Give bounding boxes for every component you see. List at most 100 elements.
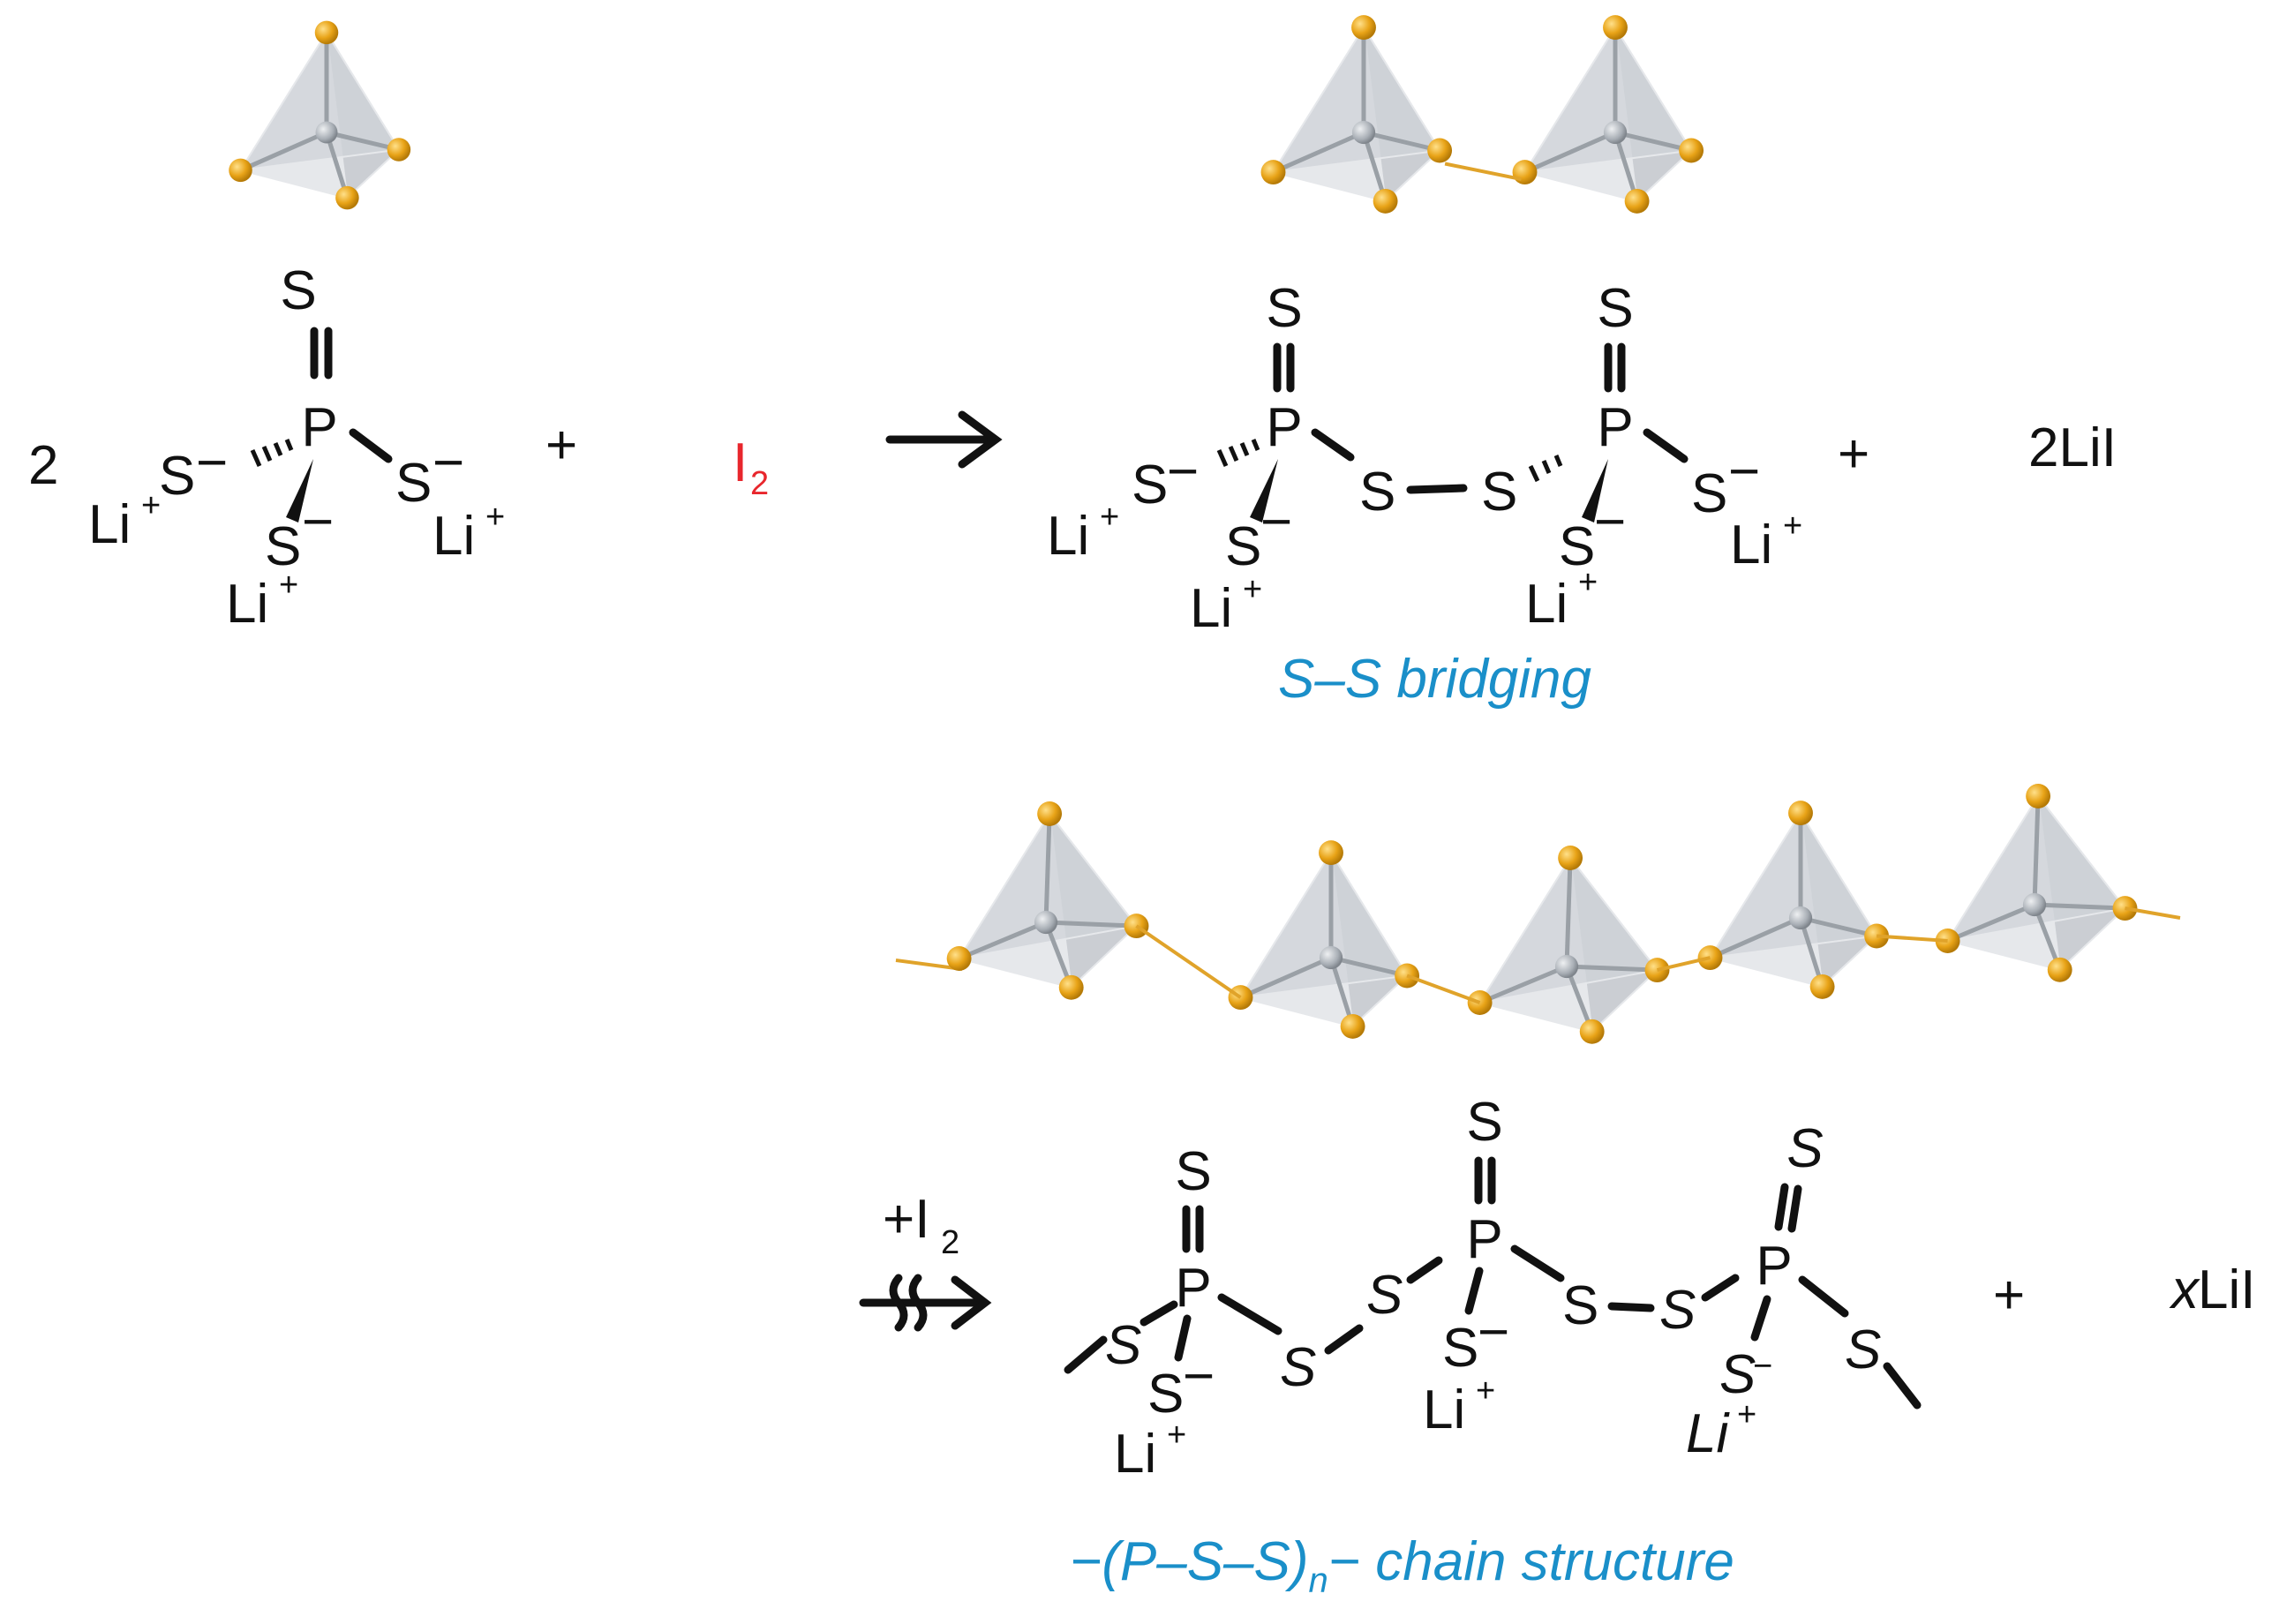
- ps4-tetrahedron: [1935, 784, 2138, 982]
- sulfur-sphere: [946, 946, 972, 971]
- charge-minus: −: [1478, 1302, 1509, 1363]
- p-s-stick: [1045, 920, 1137, 929]
- phosphorus-sphere: [1351, 120, 1376, 145]
- atom-li-bottom: Li: [226, 574, 268, 635]
- bridge-bond: [1406, 974, 1481, 1004]
- atom-li: Li: [1114, 1424, 1156, 1485]
- atom-li-bottom-2: Li: [1525, 574, 1568, 635]
- sulfur-sphere: [1340, 1013, 1365, 1039]
- single-bond: [349, 428, 393, 463]
- caption-chain-structure: −(P–S–S)n− chain structure: [1070, 1531, 1734, 1600]
- sulfur-sphere: [1058, 974, 1084, 1000]
- sulfur-sphere: [1260, 160, 1286, 185]
- sulfur-sphere: [1228, 985, 1253, 1011]
- single-bond: [1510, 1244, 1565, 1282]
- charge-minus: −: [432, 432, 464, 493]
- atom-s-bottom-2: S: [1559, 516, 1595, 577]
- phosphorus-sphere: [315, 121, 338, 144]
- phosphorus-sphere: [1554, 954, 1579, 979]
- charge-plus: +: [1578, 564, 1598, 601]
- atom-s-anion: S: [1719, 1344, 1756, 1405]
- bridge-bond: [1444, 162, 1522, 182]
- iodine-reagent: +I: [883, 1189, 929, 1250]
- atom-li-left: Li: [88, 494, 131, 555]
- double-bond: [1774, 1183, 1789, 1231]
- chain-end-bond: [1064, 1335, 1108, 1374]
- tetrahedron-face: [1271, 26, 1441, 174]
- caption-subscript-n: n: [1309, 1561, 1328, 1600]
- sulfur-sphere: [1579, 1019, 1605, 1044]
- charge-minus: −: [1183, 1346, 1215, 1407]
- p-s-stick: [1564, 857, 1573, 967]
- atom-li-bottom: Li: [1190, 578, 1232, 639]
- chain-bond: [2125, 906, 2181, 920]
- p-s-stick: [1363, 130, 1440, 153]
- charge-plus: +: [485, 499, 505, 536]
- sulfur-sphere: [1373, 188, 1398, 214]
- sulfur-sphere: [1037, 801, 1063, 826]
- ps4-tetrahedron: [1467, 846, 1670, 1044]
- p-s-stick: [326, 130, 400, 152]
- sulfur-sphere: [1679, 138, 1704, 163]
- charge-plus: +: [1167, 1417, 1186, 1454]
- atom-s-bridge: S: [1562, 1275, 1598, 1336]
- phosphorus-sphere: [1788, 906, 1813, 930]
- atom-p: P: [1175, 1258, 1211, 1319]
- charge-plus: +: [1476, 1372, 1495, 1410]
- sulfur-sphere: [2026, 784, 2051, 808]
- atom-li: Li: [1686, 1403, 1730, 1464]
- single-bond: [1643, 428, 1689, 463]
- sulfur-sphere: [1467, 990, 1493, 1015]
- reactant-ps4: S P S − Li + S − Li + S − Li: [88, 260, 505, 635]
- wedge-bond: [1582, 459, 1608, 523]
- sulfur-sphere: [1644, 958, 1670, 983]
- p-s-stick: [1566, 964, 1658, 973]
- bridge-bond: [1657, 956, 1711, 973]
- chain-end-bond: [1883, 1362, 1922, 1410]
- single-bond: [1217, 1293, 1282, 1335]
- arrow-break-mark: [908, 1274, 928, 1332]
- atom-s-right-2: S: [1691, 463, 1727, 524]
- caption-part: − chain structure: [1328, 1531, 1734, 1592]
- hashed-bond: [1528, 455, 1563, 483]
- charge-plus: +: [1100, 499, 1119, 536]
- tetrahedron-face: [238, 31, 401, 172]
- atom-s: S: [1845, 1320, 1881, 1380]
- ps4-tetrahedron: [1228, 840, 1420, 1039]
- double-bond: [1787, 1184, 1802, 1233]
- single-bond: [1311, 428, 1355, 462]
- plus-sign: +: [1993, 1265, 2025, 1326]
- p-s-stick: [1523, 130, 1617, 175]
- sulfur-sphere: [335, 185, 359, 210]
- product-salt-lii: LiI: [2198, 1259, 2255, 1320]
- iodine-subscript: 2: [750, 465, 769, 502]
- charge-minus: −: [1753, 1348, 1772, 1385]
- product-polymer: S P S S − Li + S S P S S − Li +: [1064, 1092, 1922, 1485]
- coefficient-2: 2: [28, 435, 58, 496]
- p-s-stick: [1239, 955, 1333, 1000]
- single-bond: [1798, 1275, 1849, 1318]
- sulfur-sphere: [387, 138, 411, 162]
- caption-s-s-bridging: S–S bridging: [1278, 649, 1591, 710]
- tetrahedra-models: [229, 15, 2181, 1044]
- atom-li: Li: [1423, 1380, 1465, 1440]
- phosphorus-sphere: [2022, 892, 2047, 917]
- product-salt-lii: 2LiI: [2028, 417, 2117, 478]
- tetrahedron-face: [1523, 26, 1693, 174]
- bridge-bond: [1876, 934, 1948, 943]
- charge-plus: +: [141, 487, 161, 524]
- wedge-bond: [286, 459, 313, 523]
- hashed-bond: [250, 439, 294, 468]
- s-s-bond: [1324, 1324, 1364, 1355]
- single-bond: [1174, 1314, 1192, 1362]
- phosphorus-sphere: [1603, 120, 1628, 145]
- atom-s-bridge: S: [1366, 1265, 1403, 1326]
- tetrahedron-face: [1238, 851, 1409, 999]
- atom-p: P: [301, 397, 337, 458]
- wedge-bond: [1250, 459, 1278, 523]
- atom-p: P: [1466, 1209, 1502, 1270]
- p-s-stick: [1043, 813, 1052, 923]
- atom-p-2: P: [1597, 397, 1633, 458]
- atom-s-top: S: [1266, 278, 1302, 339]
